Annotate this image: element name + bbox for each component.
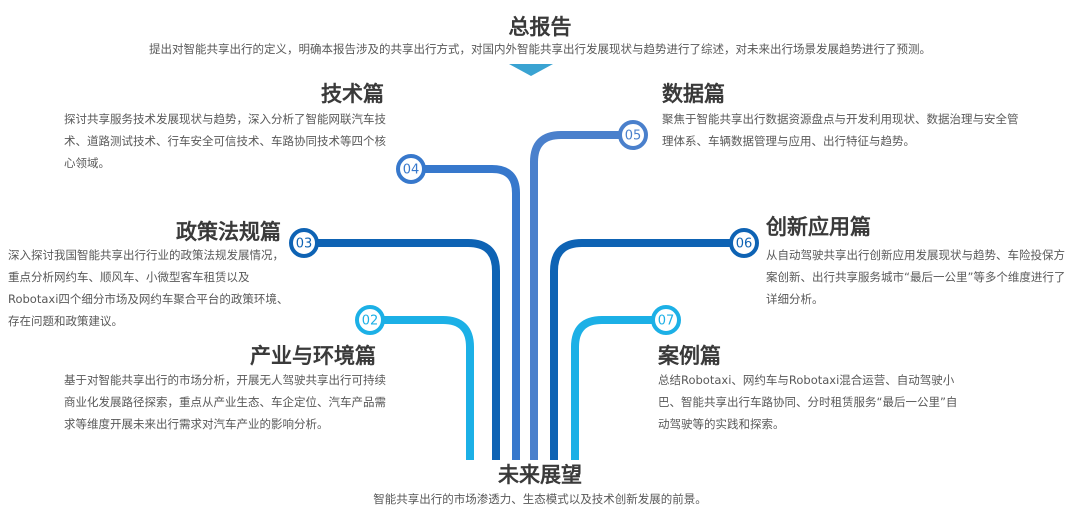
section-02-title: 产业与环境篇 [250, 344, 376, 368]
section-06-title: 创新应用篇 [766, 215, 871, 239]
section-04-title: 技术篇 [321, 82, 384, 106]
badge-02: 02 [355, 305, 385, 335]
section-03-description: 深入探讨我国智能共享出行行业的政策法规发展情况，重点分析网约车、顺风车、小微型客… [8, 248, 289, 328]
section-05-title: 数据篇 [662, 82, 725, 106]
section-02-description: 基于对智能共享出行的市场分析，开展无人驾驶共享出行可持续商业化发展路径探索，重点… [64, 373, 386, 431]
bottom-description: 智能共享出行的市场渗透力、生态模式以及技术创新发展的前景。 [373, 492, 707, 506]
connector-07 [571, 316, 666, 460]
badge-06: 06 [729, 228, 759, 258]
badge-04-label: 04 [403, 163, 420, 178]
connector-03 [304, 239, 500, 460]
section-07-description: 总结Robotaxi、网约车与Robotaxi混合运营、自动驾驶小巴、智能共享出… [658, 373, 958, 431]
connector-05 [530, 131, 633, 460]
section-03-title: 政策法规篇 [176, 220, 281, 244]
badge-07-label: 07 [658, 314, 675, 329]
connector-04 [411, 165, 520, 460]
bottom-title: 未来展望 [498, 463, 582, 487]
section-05-description: 聚焦于智能共享出行数据资源盘点与开发利用现状、数据治理与安全管理体系、车辆数据管… [662, 112, 1019, 148]
section-04-description: 探讨共享服务技术发展现状与趋势，深入分析了智能网联汽车技术、道路测试技术、行车安… [64, 112, 386, 170]
down-arrow-icon [509, 64, 553, 76]
connector-02 [370, 316, 474, 460]
badge-02-label: 02 [362, 314, 379, 329]
top-description: 提出对智能共享出行的定义，明确本报告涉及的共享出行方式，对国内外智能共享出行发展… [149, 42, 931, 56]
badge-05-label: 05 [625, 129, 642, 144]
badge-06-label: 06 [736, 237, 753, 252]
connector-06 [550, 239, 744, 460]
section-07-title: 案例篇 [658, 344, 721, 368]
badge-03: 03 [289, 228, 319, 258]
section-06-description: 从自动驾驶共享出行创新应用发展现状与趋势、车险投保方案创新、出行共享服务城市“最… [766, 248, 1066, 306]
badge-07: 07 [651, 305, 681, 335]
badge-03-label: 03 [296, 237, 313, 252]
top-title: 总报告 [508, 15, 572, 39]
badge-04: 04 [396, 154, 426, 184]
badge-05: 05 [618, 120, 648, 150]
